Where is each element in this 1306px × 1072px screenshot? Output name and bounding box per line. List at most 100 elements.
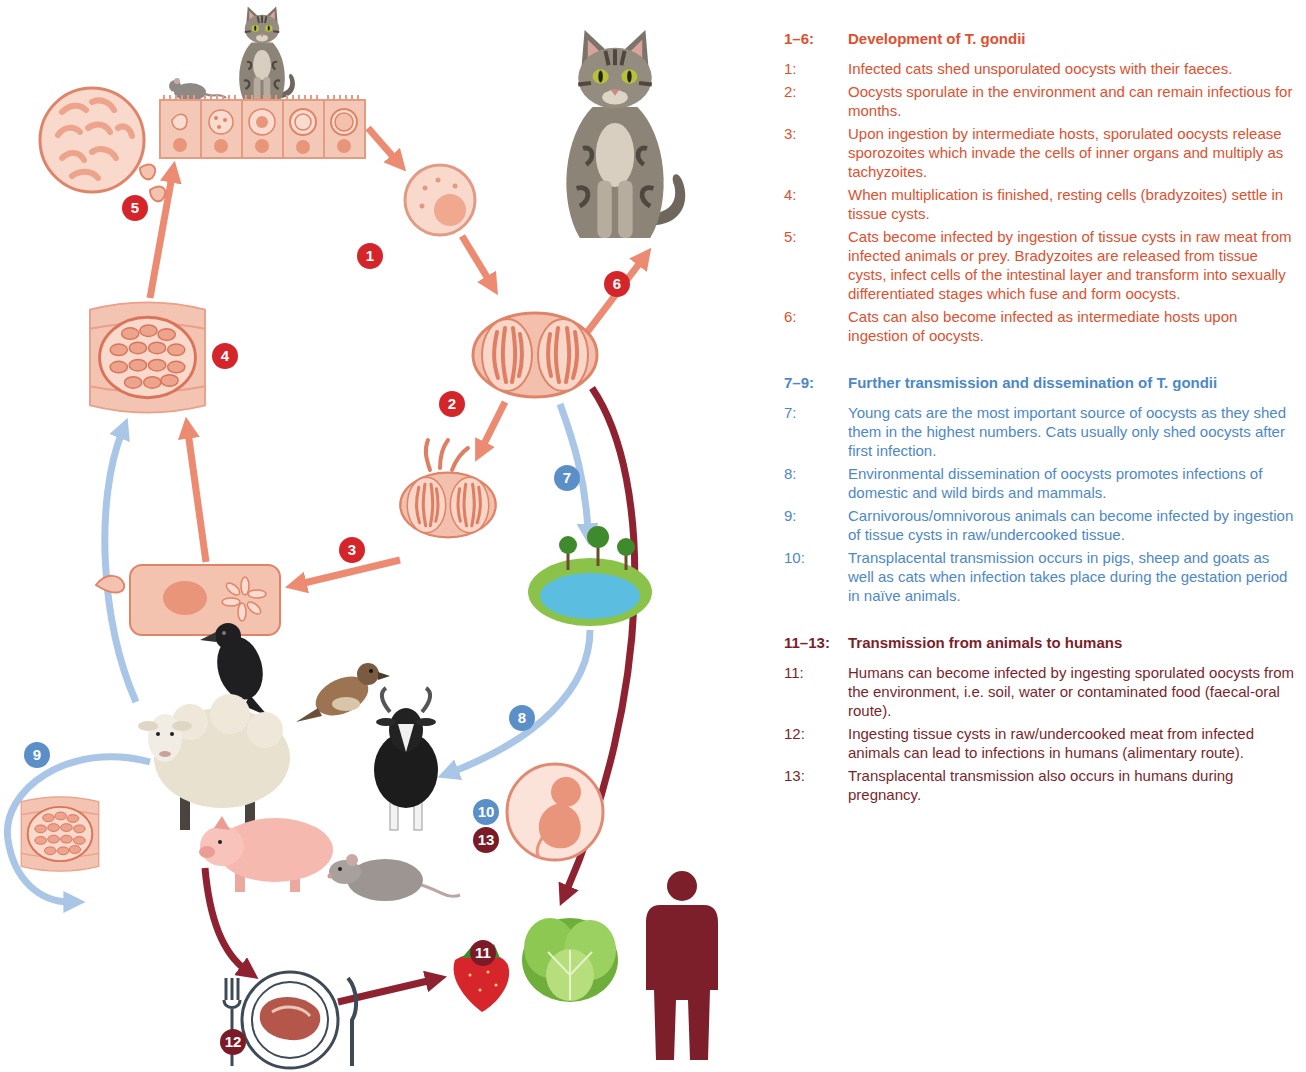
meat-plate [348, 978, 356, 1066]
intestinal-epithelium [209, 110, 233, 134]
key-text: Transplacental transmission occurs in pi… [848, 548, 1296, 605]
key-text: Humans can become infected by ingesting … [848, 663, 1296, 720]
contaminated-produce [454, 918, 618, 1012]
tachyzoite-cell [248, 590, 266, 598]
releasing-oocyst [400, 440, 495, 537]
rat-figure [418, 884, 460, 896]
pond-environment [528, 526, 652, 626]
key-number: 11: [784, 663, 848, 720]
tachyzoite-cell [96, 565, 280, 635]
intestinal-epithelium [249, 109, 275, 135]
key-text: Young cats are the most important source… [848, 403, 1296, 460]
section-heading-row: 11–13:Transmission from animals to human… [784, 633, 1296, 652]
tissue-cyst [90, 302, 205, 412]
key-entry-row: 2:Oocysts sporulate in the environment a… [784, 82, 1296, 120]
sparrow-figure [296, 663, 390, 723]
cycle-arrows [462, 236, 490, 282]
pond-environment [617, 538, 635, 556]
key-text: Carnivorous/omnivorous animals can becom… [848, 506, 1296, 544]
key-entry-row: 10:Transplacental transmission occurs in… [784, 548, 1296, 605]
key-number: 4: [784, 185, 848, 223]
intestinal-epithelium [214, 139, 228, 153]
unsporulated-oocyst [436, 178, 441, 183]
section-heading-row: 7–9:Further transmission and disseminati… [784, 373, 1296, 392]
goat-figure [416, 718, 436, 726]
unsporulated-oocyst [434, 194, 466, 226]
key-number: 8: [784, 464, 848, 502]
meat-plate [252, 982, 328, 1058]
section-number: 7–9: [784, 373, 848, 392]
sheep-figure [138, 694, 290, 830]
human-silhouette [646, 905, 718, 1060]
key-entry-row: 7:Young cats are the most important sour… [784, 403, 1296, 460]
key-entry-row: 1:Infected cats shed unsporulated oocyst… [784, 59, 1296, 78]
key-text: Infected cats shed unsporulated oocysts … [848, 59, 1296, 78]
tachyzoite-cell [245, 600, 262, 616]
merozoite-stage [150, 187, 165, 202]
callout-number: 5 [122, 195, 148, 221]
contaminated-produce [487, 971, 490, 974]
human-transmission-arrows [205, 868, 246, 970]
key-list: 1–6:Development of T. gondii1:Infected c… [784, 29, 1296, 804]
contaminated-produce [522, 918, 618, 1002]
intestinal-epithelium [214, 116, 218, 120]
goat-figure [389, 708, 423, 752]
goat-figure [374, 688, 438, 830]
fetus-icon [539, 804, 581, 848]
key-text: Cats can also become infected as interme… [848, 307, 1296, 345]
sporulated-oocyst [473, 313, 597, 397]
intestinal-epithelium [172, 114, 187, 129]
key-number: 2: [784, 82, 848, 120]
key-text: Environmental dissemination of oocysts p… [848, 464, 1296, 502]
human-silhouette [646, 871, 718, 1060]
key-number: 9: [784, 506, 848, 544]
cycle-arrows [300, 560, 400, 584]
releasing-oocyst [426, 440, 468, 470]
sheep-figure [210, 694, 250, 734]
tissue-cyst [21, 797, 99, 871]
pig-figure [199, 846, 215, 858]
cycle-arrows [368, 128, 396, 160]
intestinal-epithelium [160, 100, 365, 158]
meat-plate [260, 997, 321, 1040]
key-number: 12: [784, 724, 848, 762]
intestinal-epithelium [290, 109, 316, 135]
section-heading: Further transmission and dissemination o… [848, 373, 1296, 392]
rat-figure [328, 854, 461, 901]
sheep-figure [247, 712, 283, 748]
key-entry-row: 6:Cats can also become infected as inter… [784, 307, 1296, 345]
tachyzoite-cell [224, 581, 241, 597]
key-number: 3: [784, 124, 848, 181]
rat-figure [338, 867, 342, 871]
key-entry-row: 11:Humans can become infected by ingesti… [784, 663, 1296, 720]
contaminated-produce [469, 974, 472, 977]
key-text: When multiplication is finished, resting… [848, 185, 1296, 223]
meat-plate [242, 972, 338, 1068]
human-silhouette [667, 871, 697, 901]
key-text: Cats become infected by ingestion of tis… [848, 227, 1296, 303]
mouse-figure [174, 78, 180, 84]
pond-environment [587, 526, 609, 548]
unsporulated-oocyst [453, 184, 458, 189]
tachyzoite-cell [163, 581, 207, 615]
key-number: 6: [784, 307, 848, 345]
merozoite-stage [140, 165, 155, 180]
contaminated-produce [495, 984, 498, 987]
meat-plate [272, 1007, 310, 1016]
section-heading: Development of T. gondii [848, 29, 1296, 48]
key-number: 7: [784, 403, 848, 460]
key-text: Transplacental transmission also occurs … [848, 766, 1296, 804]
key-number: 13: [784, 766, 848, 804]
sheep-figure [172, 721, 192, 731]
intestinal-epithelium [295, 114, 311, 130]
tachyzoite-cell [222, 598, 240, 606]
callout-number: 8 [509, 705, 535, 731]
intestinal-epithelium [337, 139, 351, 153]
key-text: Oocysts sporulate in the environment and… [848, 82, 1296, 120]
dissemination-arrows [105, 432, 136, 702]
callout-number: 1 [357, 243, 383, 269]
unsporulated-oocyst [423, 186, 428, 191]
callout-number: 12 [220, 1029, 246, 1055]
key-number: 5: [784, 227, 848, 303]
dissemination-arrows [7, 757, 150, 902]
